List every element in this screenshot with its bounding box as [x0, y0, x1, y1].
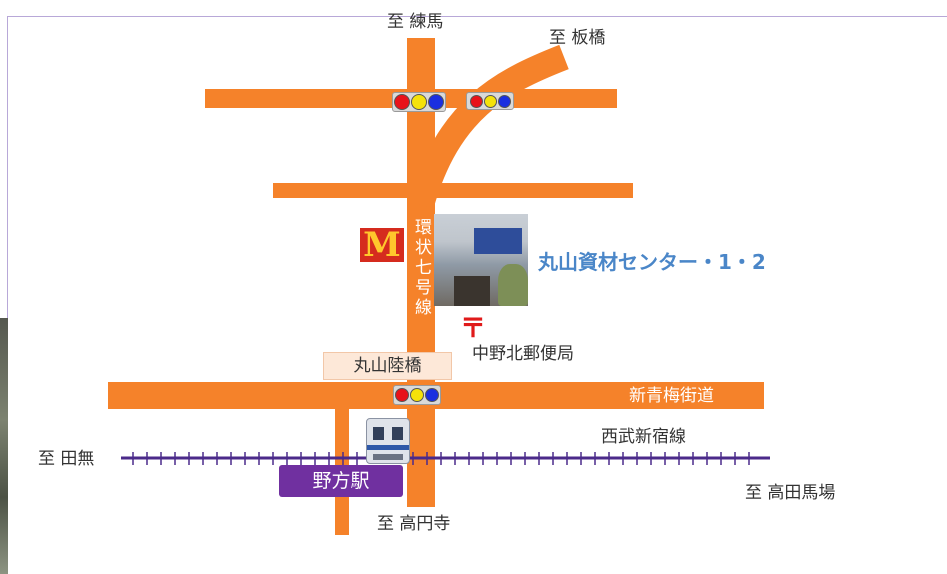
bridge-label: 丸山陸橋 [323, 352, 452, 380]
signal-blue-lamp [425, 388, 439, 402]
direction-label-tanashi: 至 田無 [38, 449, 95, 469]
post-office-icon: 〒 [460, 314, 487, 344]
mcdonalds-logo: M [360, 228, 404, 262]
signal-blue-lamp [497, 94, 511, 108]
signal-yellow-lamp [410, 388, 424, 402]
signal-red-lamp [394, 94, 410, 110]
street-label-shin-ome: 新青梅街道 [629, 386, 714, 406]
direction-label-itabashi: 至 板橋 [549, 28, 606, 48]
traffic-signal-icon [392, 92, 446, 112]
map-frame [7, 16, 947, 574]
signal-blue-lamp [428, 94, 444, 110]
direction-label-takadanobaba: 至 高田馬場 [745, 483, 836, 503]
direction-label-koenji: 至 高円寺 [377, 514, 451, 534]
train-icon [366, 418, 410, 464]
road-middle-crossroad [273, 183, 633, 198]
signal-yellow-lamp [483, 94, 497, 108]
photo-edge-fragment [0, 318, 8, 574]
road-north-south [407, 38, 435, 507]
railway-label: 西武新宿線 [601, 427, 686, 447]
signal-red-lamp [395, 388, 409, 402]
traffic-signal-icon [393, 385, 441, 405]
route-label-kanjo-7: 環状七号線 [411, 218, 431, 318]
traffic-signal-icon [466, 92, 514, 110]
signal-red-lamp [469, 94, 483, 108]
mcdonalds-logo-text: M [363, 225, 401, 265]
center-name-label: 丸山資材センター・1・2 [538, 250, 766, 274]
station-label: 野方駅 [279, 465, 403, 497]
building-photo [434, 214, 528, 306]
signal-yellow-lamp [411, 94, 427, 110]
post-office-label: 中野北郵便局 [472, 344, 574, 364]
direction-label-nerima: 至 練馬 [387, 12, 444, 32]
